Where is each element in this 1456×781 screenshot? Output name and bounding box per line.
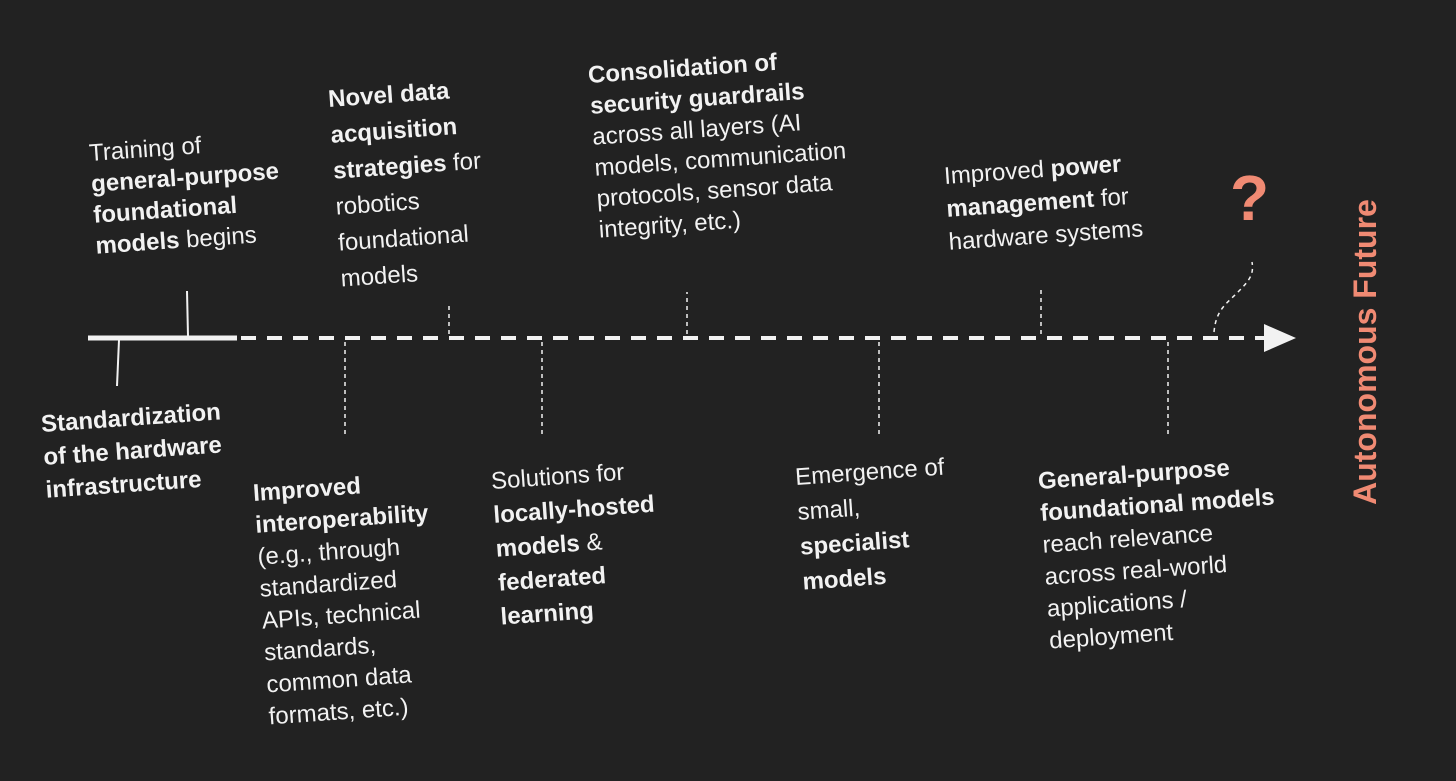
milestone-text-bold: models (494, 529, 581, 563)
milestone-text: deployment (1048, 618, 1174, 655)
tick-training (186, 290, 189, 337)
milestone-text: Improved (943, 155, 1052, 190)
milestone-text-bold: acquisition (329, 113, 459, 149)
milestone-text: standards, (263, 631, 377, 667)
milestone-text-bold: models (94, 226, 181, 260)
milestone-text-bold: locally-hosted (492, 490, 656, 529)
milestone-text-bold: Novel data (327, 77, 451, 113)
milestone-text: robotics (334, 187, 421, 221)
question-connector (1213, 261, 1254, 333)
question-mark: ? (1230, 162, 1270, 234)
milestone-text-bold: learning (499, 597, 595, 631)
milestone-text-bold: Improved (252, 472, 362, 507)
milestone-text: begins (178, 221, 258, 254)
milestone-text: formats, etc.) (267, 693, 410, 731)
milestone-text-bold: strategies (332, 149, 448, 185)
milestone-text: foundational (337, 220, 470, 257)
milestone-text: Emergence of (794, 453, 946, 491)
milestone-text: & (578, 528, 604, 557)
milestone-text-bold: federated (497, 562, 607, 597)
autonomous-future-label: Autonomous Future (1347, 199, 1383, 505)
timeline-arrowhead (1264, 324, 1296, 352)
milestone-text: Solutions for (490, 458, 626, 495)
milestone-text: models (339, 260, 419, 293)
milestone-text: small, (796, 494, 862, 526)
milestone-text-bold: specialist (799, 526, 911, 561)
milestone-text: for (1093, 183, 1130, 213)
milestone-text-bold: models (801, 562, 888, 596)
milestone-text-bold: power (1049, 150, 1123, 183)
tick-standardization (116, 339, 120, 387)
milestone-text: for (445, 147, 482, 177)
